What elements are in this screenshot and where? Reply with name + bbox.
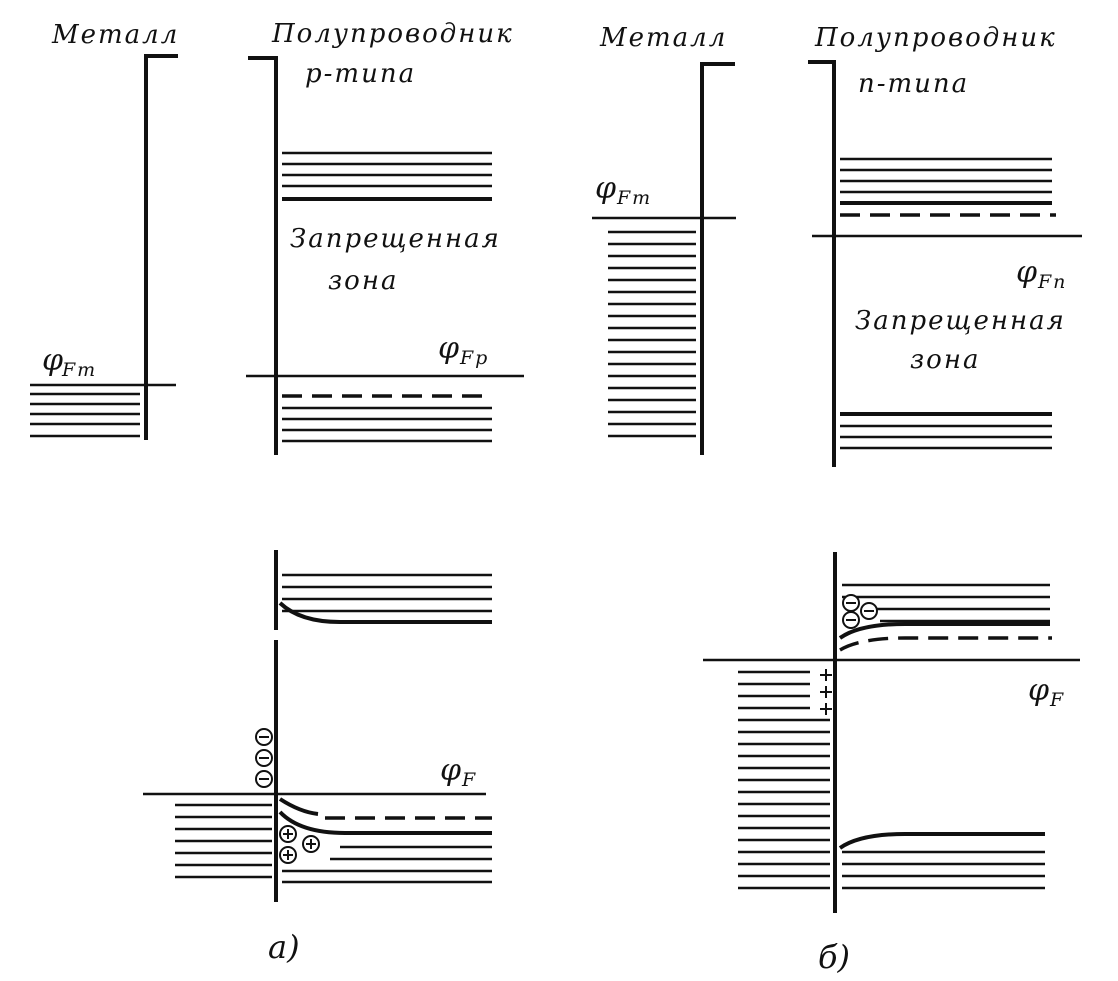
svg-text:φ: φ (42, 343, 65, 378)
negative-charges-metal-a (255, 728, 273, 788)
electrons-semiconductor-b (842, 594, 878, 629)
svg-text:Fm: Fm (616, 187, 652, 209)
valence-band-b (840, 412, 1052, 450)
semiconductor-label-b: Полупроводник (814, 23, 1057, 53)
positive-charges-metal-b (820, 669, 832, 715)
fermi-level-semiconductor-b: φ Fn (1016, 255, 1067, 293)
metal-label-b: Металл (599, 23, 727, 53)
panel-b-before-contact: Металл Полупроводник n-типа φ Fm (592, 23, 1082, 467)
caption-a: a) (268, 928, 300, 966)
svg-text:F: F (461, 769, 477, 791)
semiconductor-surface-a (248, 56, 278, 455)
fermi-level-metal-b: φ Fm (595, 171, 652, 209)
caption-b: б) (818, 938, 850, 976)
valence-band-bent-b (838, 832, 1045, 890)
conduction-band-bent-a (278, 573, 492, 624)
svg-text:Fn: Fn (1037, 271, 1067, 293)
positive-charges-semiconductor-a (279, 825, 320, 864)
svg-text:φ: φ (440, 753, 463, 788)
svg-text:Fp: Fp (459, 347, 489, 369)
conduction-band-a (282, 151, 492, 201)
panel-a-before-contact: Металл Полупроводник p-типа φ Fm Запреще… (30, 19, 524, 455)
n-type-label: n-типа (858, 69, 969, 99)
metal-filled-levels-b (608, 230, 696, 438)
conduction-band-bent-b (838, 583, 1052, 652)
semiconductor-label-a: Полупроводник (271, 19, 514, 49)
metal-surface-b (700, 62, 735, 455)
svg-text:F: F (1049, 689, 1065, 711)
metal-surface-a (144, 54, 178, 440)
fermi-level-metal-a: φ Fm (42, 343, 97, 381)
metal-label-a: Металл (51, 20, 179, 50)
forbidden-zone-label-b-2: зона (910, 345, 980, 375)
forbidden-zone-label-a: Запрещенная (290, 224, 501, 254)
forbidden-zone-label-b: Запрещенная (855, 306, 1066, 336)
valence-band-bent-a (278, 797, 492, 884)
p-type-label: p-типа (305, 59, 416, 89)
valence-band-a (282, 394, 492, 443)
svg-text:φ: φ (1028, 673, 1051, 708)
svg-text:φ: φ (438, 331, 461, 366)
metal-filled-levels-contact-a (175, 803, 272, 879)
panel-b-after-contact: φ F (703, 552, 1080, 976)
metal-filled-levels-contact-b (738, 670, 830, 890)
metal-filled-levels-a (30, 383, 176, 438)
conduction-band-b (840, 157, 1056, 217)
fermi-level-semiconductor-a: φ Fp (438, 331, 489, 369)
panel-a-after-contact: φ F (143, 550, 492, 966)
svg-text:φ: φ (1016, 255, 1039, 290)
fermi-level-contact-a: φ F (440, 753, 477, 791)
forbidden-zone-label-a-2: зона (328, 266, 398, 296)
fermi-level-contact-b: φ F (1028, 673, 1065, 711)
svg-text:φ: φ (595, 171, 618, 206)
semiconductor-surface-b (808, 60, 836, 467)
svg-text:Fm: Fm (61, 359, 97, 381)
